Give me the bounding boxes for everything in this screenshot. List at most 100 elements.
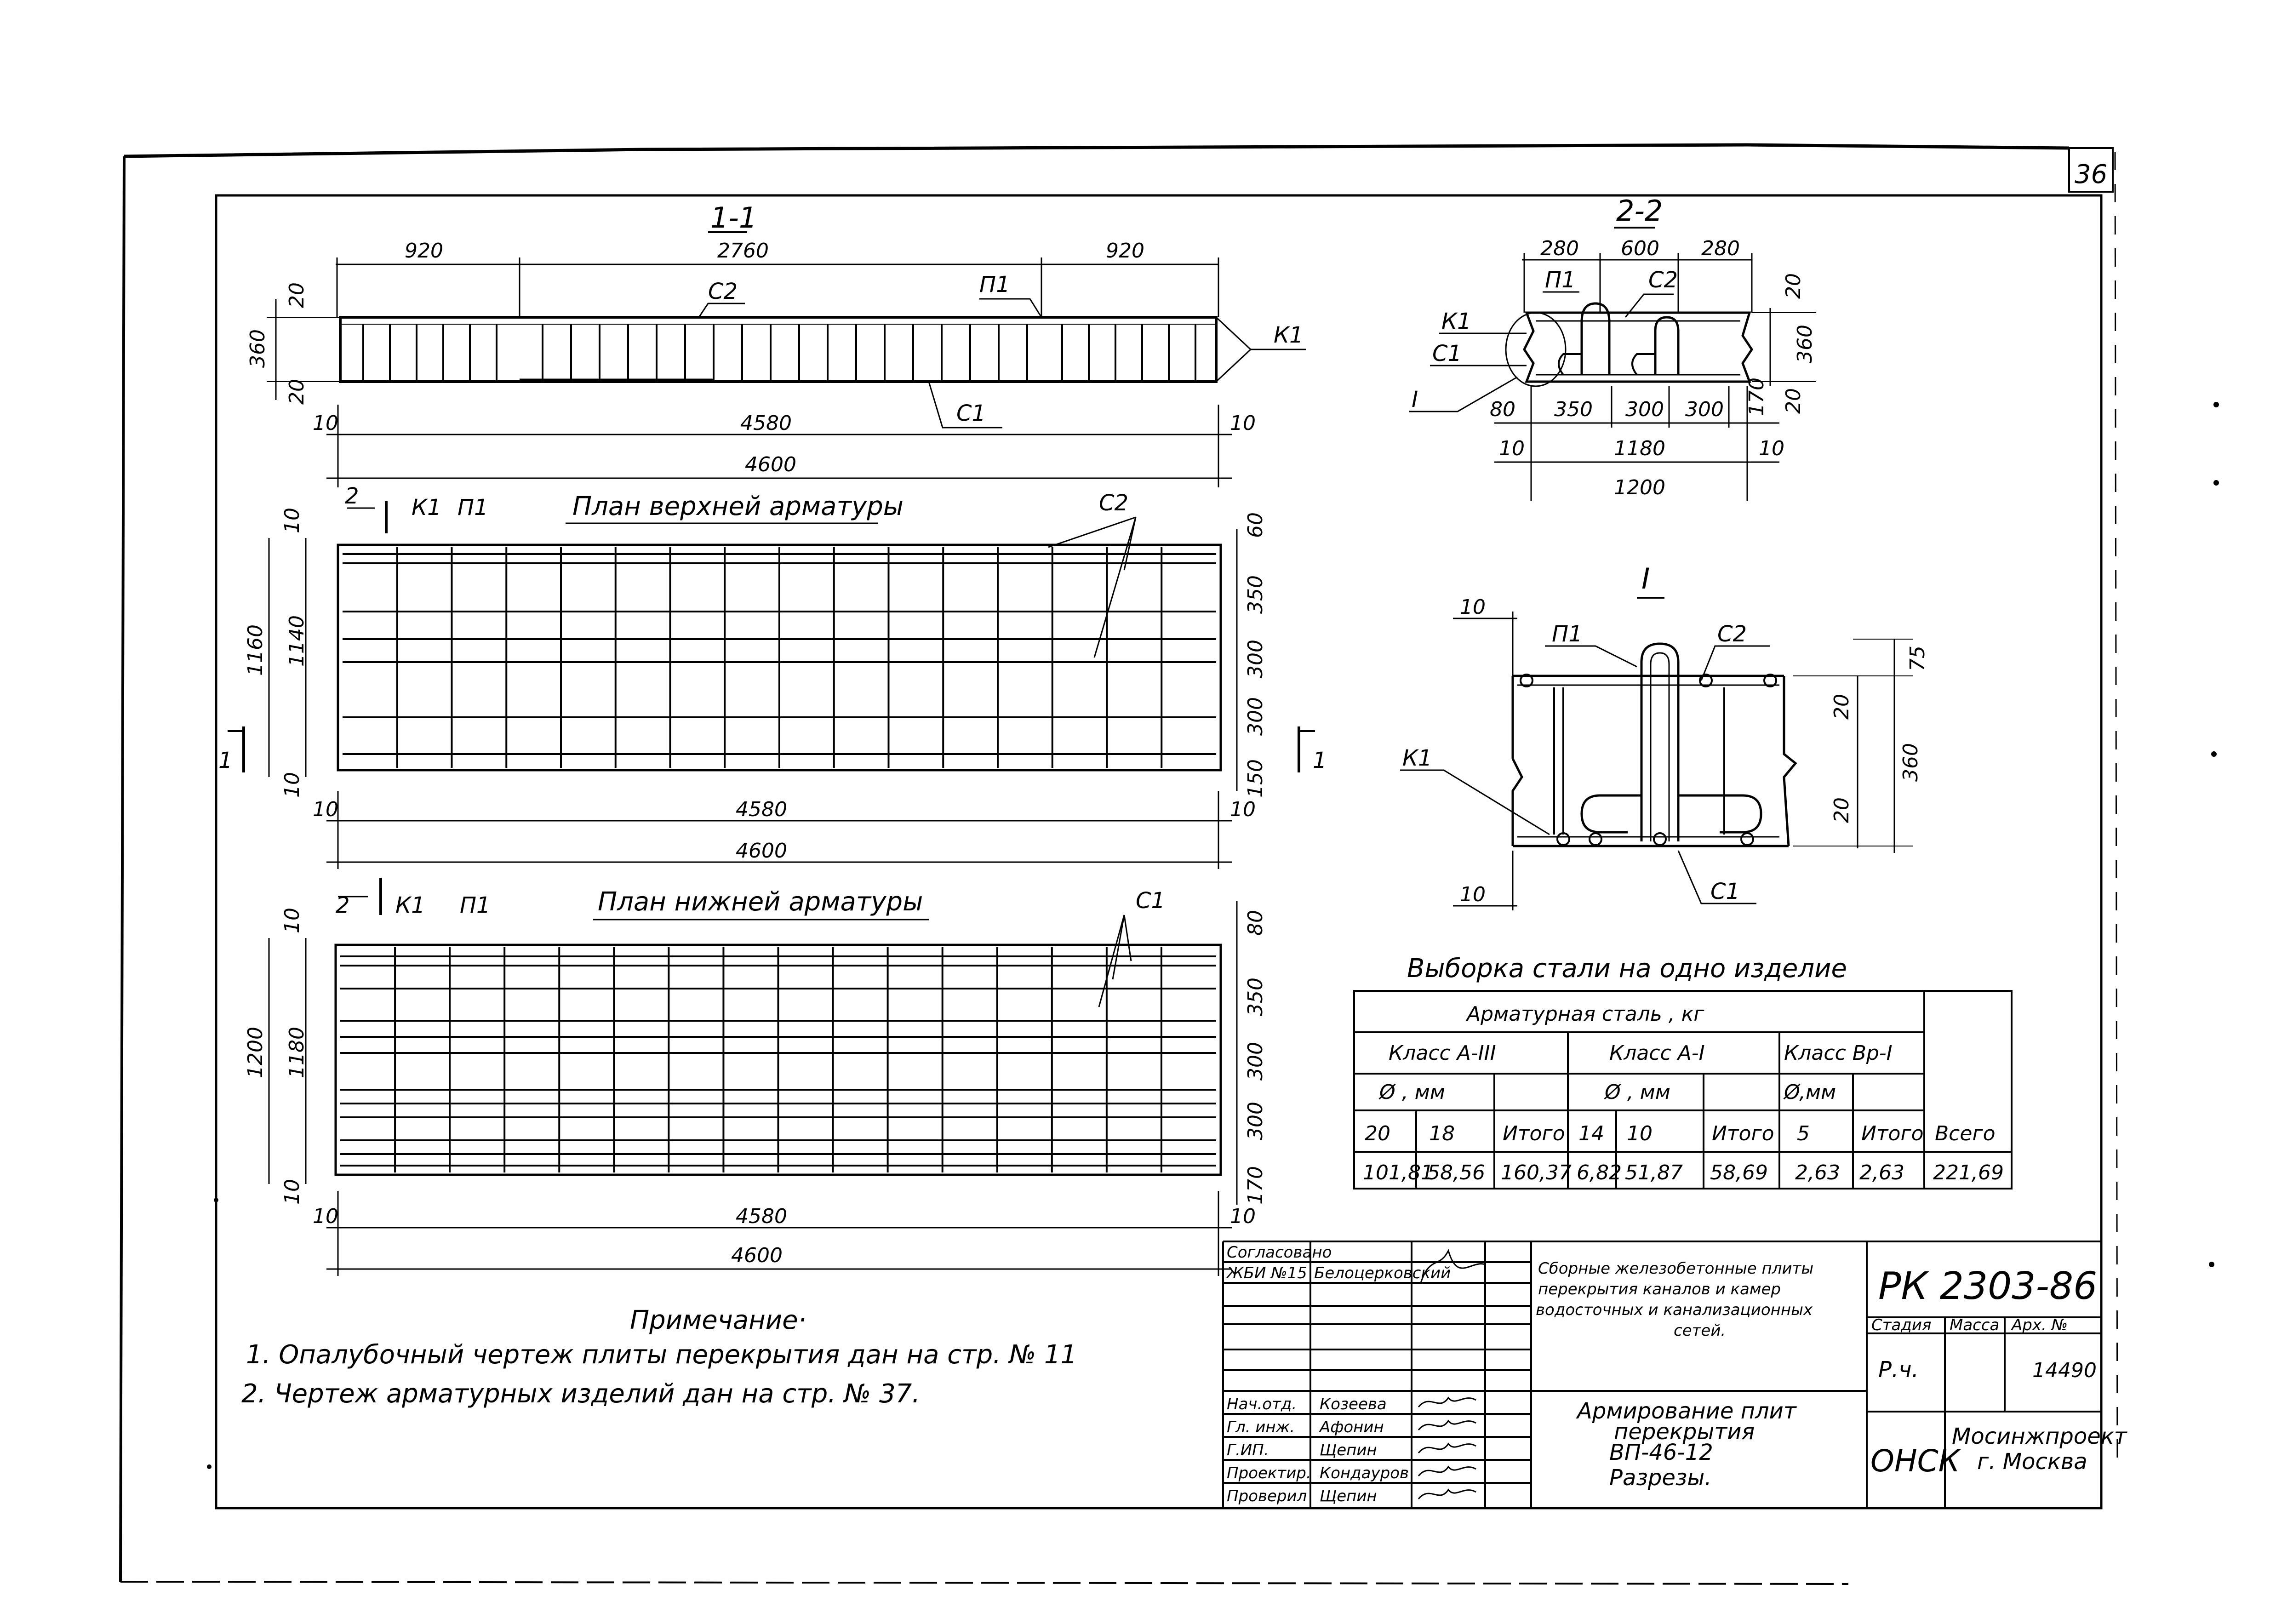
tb-name: Козеева — [1320, 1395, 1387, 1413]
steel-table-title: Выборка стали на одно изделие — [1407, 954, 1847, 984]
label-p1: П1 — [979, 272, 1010, 297]
steel-value-cell: 101,81 — [1363, 1161, 1434, 1184]
bar-section — [1699, 674, 1713, 687]
detail-dim-10-bottom: 10 — [1460, 883, 1486, 906]
bar-section — [1653, 832, 1667, 846]
s22-dim-300b: 300 — [1685, 398, 1724, 421]
s22-label-k1: К1 — [1441, 309, 1471, 334]
steel-class-a1: Класс А-I — [1609, 1041, 1705, 1065]
s22-label-p1: П1 — [1545, 267, 1576, 293]
tb-name: Кондауров — [1320, 1464, 1409, 1482]
s22-label-c2: С2 — [1648, 267, 1678, 293]
dim-cover-bottom: 20 — [285, 379, 309, 405]
bottom-dim-right-300a: 300 — [1244, 1042, 1267, 1081]
dim-cover-top: 20 — [285, 282, 309, 308]
s22-dim-300a: 300 — [1625, 398, 1664, 421]
tb-sheet-desc-4: Разрезы. — [1609, 1465, 1712, 1491]
steel-col-header: Итого — [1503, 1122, 1565, 1145]
top-dim-4600: 4600 — [736, 839, 787, 863]
tb-dept: ОНСК — [1870, 1443, 1961, 1479]
steel-col-header: 14 — [1578, 1122, 1604, 1145]
notes-title: Примечание· — [630, 1305, 806, 1335]
steel-value-cell: 2,63 — [1795, 1161, 1840, 1184]
dim-10-right: 10 — [1230, 412, 1256, 435]
s22-dim-1180: 1180 — [1614, 437, 1665, 460]
bar-section — [1556, 832, 1570, 846]
bottom-dim-right-80: 80 — [1244, 910, 1267, 936]
scan-specks — [207, 402, 2219, 1469]
bottom-dim-left-1180: 1180 — [285, 1027, 309, 1078]
bottom-dim-right-170: 170 — [1244, 1166, 1267, 1205]
tb-arch-label: Арх. № — [2011, 1316, 2068, 1334]
steel-value-cell: 160,37 — [1501, 1161, 1572, 1184]
steel-value-cell: 58,56 — [1427, 1161, 1485, 1184]
top-dim-right-350: 350 — [1244, 575, 1267, 614]
signature — [1418, 1465, 1476, 1476]
steel-diam-a1: Ø , мм — [1604, 1081, 1670, 1104]
steel-col-header: 5 — [1797, 1122, 1810, 1145]
s22-dim-350: 350 — [1554, 398, 1593, 421]
section-1-1: 1-1 920 2760 920 20 360 20 10 4580 10 46… — [246, 201, 1306, 487]
s22-outline — [1523, 311, 1754, 383]
tb-project-desc-3: водосточных и канализационных — [1536, 1301, 1813, 1319]
tb-org-1: Мосинжпроект — [1952, 1424, 2128, 1449]
top-plan-grid — [343, 547, 1216, 768]
tb-approved-label: Согласовано — [1227, 1243, 1332, 1262]
s22-dim-10-right: 10 — [1759, 437, 1784, 460]
top-dim-10-right: 10 — [1230, 798, 1256, 821]
signature — [1418, 1396, 1476, 1407]
bottom-dim-10-right: 10 — [1230, 1205, 1256, 1228]
top-plan-p1: П1 — [457, 495, 488, 520]
bottom-dim-4600: 4600 — [731, 1244, 783, 1267]
bottom-dim-left-1200: 1200 — [244, 1027, 267, 1078]
tb-role: Проверил — [1227, 1487, 1307, 1505]
detail-label-c2: С2 — [1717, 621, 1747, 647]
detail-dim-20a: 20 — [1830, 694, 1853, 720]
top-dim-left-1160: 1160 — [244, 624, 267, 676]
tb-role: Г.ИП. — [1227, 1441, 1269, 1459]
tb-name: Афонин — [1319, 1418, 1384, 1436]
top-dim-right-150: 150 — [1244, 759, 1267, 798]
s22-label-detail: I — [1412, 387, 1418, 412]
tb-name: Щепин — [1320, 1487, 1377, 1505]
signature — [1418, 1442, 1476, 1453]
top-dim-4580: 4580 — [736, 798, 787, 821]
steel-diam-bp1: Ø,мм — [1783, 1081, 1836, 1104]
tb-sheet-desc-1: Армирование плит — [1576, 1398, 1797, 1424]
detail-bar-sections — [1520, 674, 1777, 846]
top-dim-right-300b: 300 — [1244, 697, 1267, 736]
dim-920-left: 920 — [405, 239, 443, 263]
s22-label-c1: С1 — [1432, 341, 1462, 366]
bottom-plan-k1: К1 — [395, 892, 425, 918]
label-c2: С2 — [708, 279, 738, 304]
tb-code: РК 2303-86 — [1878, 1264, 2097, 1308]
tb-approved-signature — [1420, 1248, 1486, 1283]
dim-10-left: 10 — [313, 412, 338, 435]
s22-dim-280-right: 280 — [1701, 237, 1740, 260]
steel-col-header: Итого — [1712, 1122, 1774, 1145]
detail-dim-20b: 20 — [1830, 797, 1853, 823]
tb-project-desc-4: сетей. — [1674, 1321, 1726, 1340]
section-2-2-title: 2-2 — [1616, 194, 1663, 228]
bottom-plan: План нижней арматуры 2 К1 П1 С1 10 1180 … — [244, 878, 1267, 1276]
cut-mark-right: 1 — [1313, 748, 1327, 773]
top-plan-outline — [337, 543, 1222, 772]
s22-dim-80: 80 — [1490, 398, 1515, 421]
s22-dim-cover-bottom: 20 — [1782, 388, 1805, 414]
steel-value-cell: 6,82 — [1577, 1161, 1622, 1184]
bottom-plan-title: План нижней арматуры — [598, 887, 923, 917]
top-plan-section-mark: 2 — [345, 483, 359, 509]
steel-col-header: 10 — [1627, 1122, 1653, 1145]
top-plan-k1: К1 — [412, 495, 441, 520]
dim-4600: 4600 — [745, 453, 796, 476]
tb-sheet-desc-3: ВП-46-12 — [1609, 1440, 1713, 1465]
s22-dim-360: 360 — [1793, 325, 1817, 363]
tb-approved-name: Белоцерковский — [1314, 1264, 1451, 1282]
tb-stage: Р.ч. — [1878, 1357, 1919, 1383]
steel-value-cell: 51,87 — [1625, 1161, 1683, 1184]
bottom-dim-right-300b: 300 — [1244, 1102, 1267, 1140]
s22-dim-170: 170 — [1745, 377, 1768, 416]
label-k1: К1 — [1274, 322, 1304, 348]
top-dim-left-10a: 10 — [280, 508, 304, 533]
tb-approved-org: ЖБИ №15 — [1226, 1264, 1307, 1282]
